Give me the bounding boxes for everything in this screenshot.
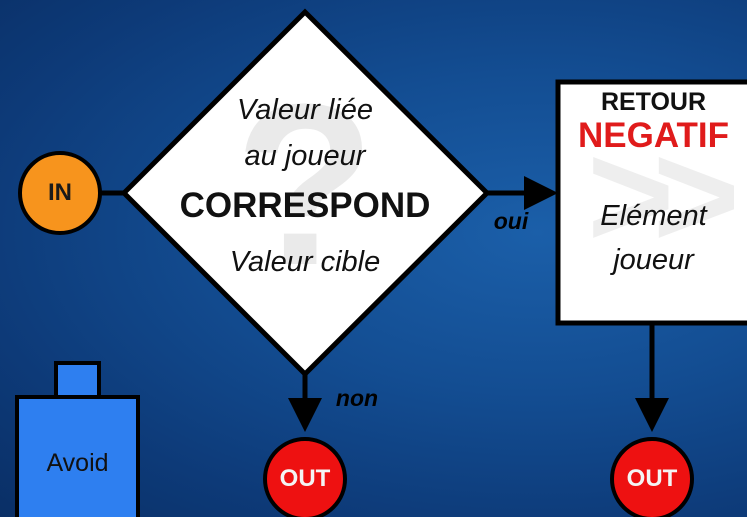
- avoid-block-tab: [54, 361, 101, 399]
- decision-diamond[interactable]: [120, 8, 491, 378]
- arrowhead-yes: [524, 176, 558, 210]
- decision-line-3: Valeur cible: [229, 246, 381, 278]
- decision-line-2: au joueur: [244, 140, 366, 172]
- avoid-block[interactable]: [15, 395, 140, 517]
- result-value: NEGATIF: [577, 116, 729, 155]
- decision-watermark: ?: [234, 56, 376, 313]
- in-label: IN: [48, 179, 72, 206]
- result-line-1: Elément: [600, 200, 707, 232]
- result-line-2: joueur: [613, 244, 694, 276]
- decision-line-1: Valeur liée: [237, 94, 373, 126]
- branch-yes-label: oui: [493, 208, 529, 234]
- avoid-label: Avoid: [46, 449, 109, 477]
- result-watermark: >>: [586, 120, 740, 270]
- out-label-result: OUT: [626, 465, 678, 492]
- out-label-no: OUT: [279, 465, 331, 492]
- out-node-result[interactable]: [610, 437, 694, 517]
- decision-keyword: CORRESPOND: [179, 186, 431, 225]
- result-title: RETOUR: [600, 88, 707, 116]
- arrowhead-no: [288, 398, 322, 432]
- arrowhead-result: [635, 398, 669, 432]
- out-node-no[interactable]: [263, 437, 347, 517]
- result-box[interactable]: [555, 79, 747, 326]
- in-node[interactable]: [18, 151, 102, 235]
- branch-no-label: non: [335, 385, 379, 411]
